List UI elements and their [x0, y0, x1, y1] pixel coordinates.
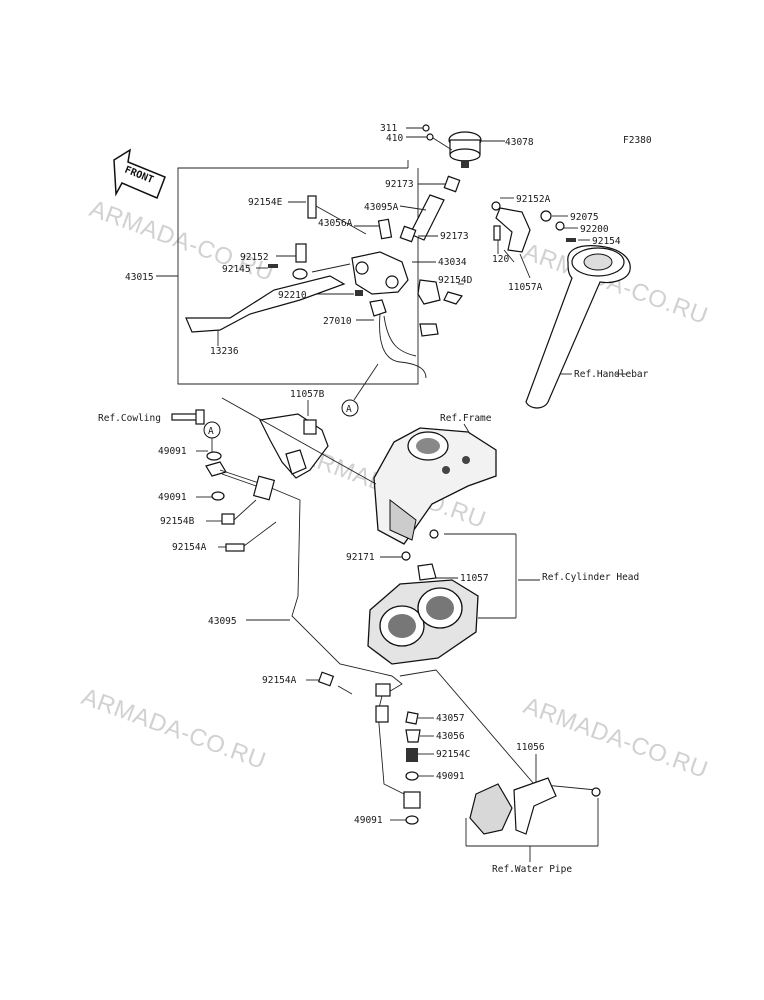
label-92200: 92200 — [580, 224, 609, 235]
callout-marker: A — [208, 426, 214, 437]
master-cylinder-box — [156, 160, 419, 385]
hose-43095a — [399, 175, 461, 243]
label-43057: 43057 — [436, 713, 465, 724]
label-92173: 92173 — [440, 231, 469, 242]
master-cylinder-43015 — [256, 195, 464, 305]
callout-a-lower: A — [196, 421, 393, 677]
label-92154: 92154 — [592, 236, 621, 247]
lever-13236 — [185, 275, 346, 346]
label-ref-cowling: Ref.Cowling — [98, 413, 161, 424]
label-311: 311 — [380, 123, 397, 134]
callout-marker: A — [346, 404, 352, 415]
callout-a-upper: A — [341, 363, 379, 417]
label-49091-b: 49091 — [158, 492, 187, 503]
label-92210: 92210 — [278, 290, 307, 301]
label-92173-top: 92173 — [385, 179, 414, 190]
label-92171: 92171 — [346, 552, 375, 563]
label-92145: 92145 — [222, 264, 251, 275]
diagram-code: F2380 — [623, 135, 652, 146]
label-ref-frame: Ref.Frame — [440, 413, 492, 424]
label-11057a: 11057A — [508, 282, 543, 293]
label-ref-handlebar: Ref.Handlebar — [574, 369, 649, 380]
pipe-43095 — [246, 619, 597, 797]
label-43078: 43078 — [505, 137, 534, 148]
label-410: 410 — [386, 133, 403, 144]
label-ref-water-pipe: Ref.Water Pipe — [492, 864, 572, 875]
handlebar-ref — [525, 245, 631, 409]
label-43056a: 43056A — [318, 218, 353, 229]
label-92154b: 92154B — [160, 516, 195, 527]
switch-27010 — [356, 299, 439, 379]
label-92075: 92075 — [570, 212, 599, 223]
label-49091-a: 49091 — [158, 446, 187, 457]
cowling-bolt — [171, 409, 205, 425]
cylinder-head-ref — [367, 529, 517, 665]
bracket-11057a — [491, 197, 590, 279]
label-49091-c: 49091 — [436, 771, 465, 782]
front-arrow-icon: FRONT — [113, 148, 166, 199]
watermark: ARMADA-CO.RU — [78, 683, 270, 775]
label-43095: 43095 — [208, 616, 237, 627]
label-92154d: 92154D — [438, 275, 473, 286]
label-43056: 43056 — [436, 731, 465, 742]
reservoir-43078 — [406, 124, 505, 168]
label-13236: 13236 — [210, 346, 239, 357]
part-labels: 311 410 43078 92173 92154E 43095A 92152A… — [98, 123, 649, 875]
label-92154e: 92154E — [248, 197, 283, 208]
fittings-lower — [390, 711, 434, 825]
label-ref-cylinder-head: Ref.Cylinder Head — [542, 572, 639, 583]
label-43015: 43015 — [125, 272, 154, 283]
label-43034: 43034 — [438, 257, 467, 268]
bracket-11057b — [221, 397, 377, 485]
label-49091-d: 49091 — [354, 815, 383, 826]
label-92154a: 92154A — [262, 675, 297, 686]
frame-ref — [373, 423, 497, 545]
label-27010: 27010 — [323, 316, 352, 327]
label-92154a-top: 92154A — [172, 542, 207, 553]
label-43095a: 43095A — [364, 202, 399, 213]
label-11056: 11056 — [516, 742, 545, 753]
watermark: ARMADA-CO.RU — [520, 692, 712, 784]
label-92152: 92152 — [240, 252, 269, 263]
water-pipe-ref — [465, 754, 601, 862]
label-11057b: 11057B — [290, 389, 325, 400]
label-92154c: 92154C — [436, 749, 470, 760]
label-120: 120 — [492, 254, 509, 265]
label-11057: 11057 — [460, 573, 489, 584]
label-92152a: 92152A — [516, 194, 551, 205]
